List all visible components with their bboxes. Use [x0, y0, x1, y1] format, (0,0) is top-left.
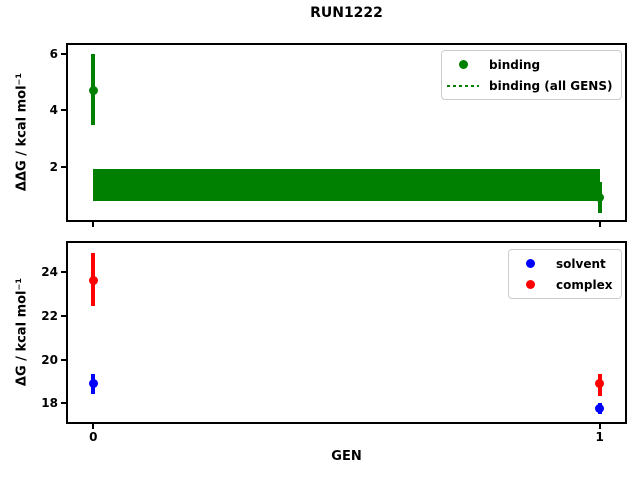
x-axis-label: GEN [331, 449, 362, 464]
all-gens-confidence-band [93, 169, 600, 201]
binding-point-gen1 [595, 192, 605, 202]
y-tick-mark-24 [61, 271, 66, 274]
binding-dot-icon [458, 60, 468, 69]
y-tick-mark-4 [61, 109, 66, 112]
legend-label-binding-all-gens: binding (all GENS) [489, 78, 613, 93]
complex-point-gen1 [595, 379, 605, 389]
y-tick-label-4: 4 [49, 103, 58, 118]
x-tick-label-1: 1 [595, 430, 604, 444]
top-y-axis-label: ΔΔG / kcal mol⁻¹ [14, 72, 30, 192]
legend-item-binding: binding [446, 54, 612, 75]
x-tick-mark-1 [598, 222, 601, 227]
y-tick-mark-22 [61, 315, 66, 318]
legend-marker-cell [513, 280, 547, 289]
y-tick-mark-6 [61, 52, 66, 55]
bottom-y-axis-label: ΔG / kcal mol⁻¹ [14, 277, 30, 387]
binding-all-gens-dotted-line-icon [447, 84, 479, 87]
solvent-point-gen0 [88, 379, 98, 389]
x-tick-mark-0 [92, 222, 95, 227]
legend-item-complex: complex [513, 274, 612, 295]
y-tick-label-6: 6 [49, 46, 58, 61]
y-tick-label-2: 2 [49, 160, 58, 175]
y-tick-label-20: 20 [41, 352, 58, 367]
bottom-plot-legend: solvent complex [508, 249, 623, 299]
x-tick-label-0: 0 [89, 430, 98, 444]
y-tick-label-24: 24 [41, 265, 58, 280]
top-plot-legend: binding binding (all GENS) [441, 50, 623, 100]
legend-marker-cell [446, 84, 480, 87]
legend-marker-cell [513, 259, 547, 268]
y-tick-label-18: 18 [41, 396, 58, 411]
y-tick-mark-2 [61, 166, 66, 169]
solvent-point-gen1 [595, 404, 605, 414]
y-tick-mark-20 [61, 358, 66, 361]
y-tick-label-22: 22 [41, 309, 58, 324]
chart-title: RUN1222 [310, 5, 383, 21]
legend-item-solvent: solvent [513, 253, 612, 274]
legend-label-solvent: solvent [556, 256, 606, 271]
legend-label-binding: binding [489, 57, 541, 72]
complex-dot-icon [525, 280, 535, 289]
x-tick-mark-1 [598, 424, 601, 429]
legend-label-complex: complex [556, 277, 613, 292]
legend-marker-cell [446, 60, 480, 69]
binding-point-gen0 [88, 86, 98, 96]
x-tick-mark-0 [92, 424, 95, 429]
y-tick-mark-18 [61, 402, 66, 405]
legend-item-binding-all-gens: binding (all GENS) [446, 75, 612, 96]
complex-point-gen0 [88, 275, 98, 285]
solvent-dot-icon [525, 259, 535, 268]
